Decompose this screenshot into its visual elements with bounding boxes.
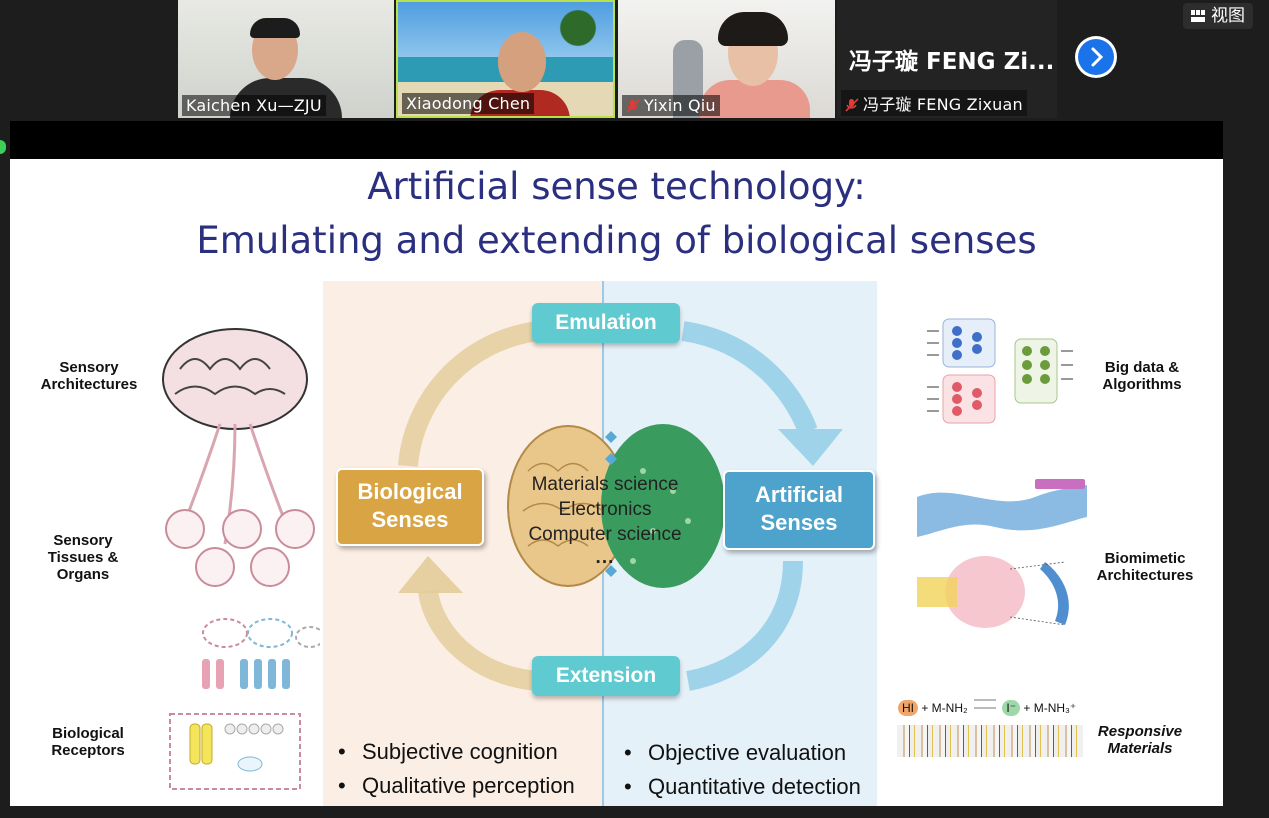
mic-muted-icon	[845, 98, 859, 112]
center-discipline-2: Electronics	[558, 499, 652, 520]
bullet-subjective: Subjective cognition	[338, 739, 558, 765]
tile-title: 冯子璇 FENG Zi...	[849, 49, 1055, 75]
grid-view-icon	[1191, 10, 1205, 22]
chevron-right-icon	[1078, 39, 1114, 75]
view-button-label: 视图	[1211, 6, 1245, 26]
participant-name-text: Yixin Qiu	[644, 96, 716, 115]
shared-screen: Artificial sense technology: Emulating a…	[10, 121, 1223, 806]
next-participants-button[interactable]	[1075, 36, 1117, 78]
artificial-senses-text: Artificial Senses	[754, 482, 844, 535]
video-tile-xiaodong[interactable]: Xiaodong Chen	[396, 0, 615, 118]
slide-title-line1: Artificial sense technology:	[367, 165, 866, 208]
bullet-quantitative: Quantitative detection	[624, 774, 861, 800]
equation-term-2: + M-NH₃⁺	[1023, 701, 1077, 715]
label-responsive: Responsive Materials	[1097, 723, 1183, 757]
hi-badge: HI	[898, 700, 918, 716]
extension-label: Extension	[532, 656, 680, 696]
equation-term-1: + M-NH₂	[921, 701, 968, 715]
chemical-equation: HI + M-NH₂ I⁻ + M-NH₃⁺	[898, 699, 1076, 716]
slide-title-line2: Emulating and extending of biological se…	[196, 219, 1037, 262]
view-button[interactable]: 视图	[1183, 3, 1253, 29]
responsive-material-strip	[897, 725, 1083, 757]
participant-name: Xiaodong Chen	[402, 93, 535, 114]
participant-name: Kaichen Xu—ZJU	[182, 95, 326, 116]
emulation-label: Emulation	[532, 303, 680, 343]
palm-tree	[548, 7, 608, 77]
shared-screen-indicator-icon	[0, 140, 6, 154]
participant-name-text: 冯子璇 FENG Zixuan	[863, 95, 1023, 114]
bullet-qualitative: Qualitative perception	[338, 773, 575, 799]
mic-muted-icon	[626, 99, 640, 113]
center-discipline-3: Computer science	[528, 524, 682, 545]
neural-network-illustration	[927, 318, 1073, 424]
video-tile-feng[interactable]: 冯子璇 FENG Zi... 冯子璇 FENG Zixuan	[837, 0, 1057, 118]
artificial-senses-box: Artificial Senses	[723, 470, 875, 550]
cycle-arrows	[398, 321, 843, 691]
label-biological-receptors: Biological Receptors	[51, 725, 125, 759]
person-hair	[250, 18, 300, 38]
equilibrium-arrow-icon	[974, 699, 997, 709]
biological-senses-illustration	[162, 328, 320, 790]
person-face	[498, 32, 546, 92]
biological-senses-box: Biological Senses	[336, 468, 484, 546]
video-tile-yixin[interactable]: Yixin Qiu	[618, 0, 835, 118]
label-sensory-architectures: Sensory Architectures	[40, 359, 138, 393]
participant-name: Yixin Qiu	[622, 95, 720, 116]
participant-name: 冯子璇 FENG Zixuan	[841, 90, 1027, 116]
biomimetic-illustration	[917, 479, 1087, 628]
bullet-objective: Objective evaluation	[624, 740, 846, 766]
person-hair	[718, 12, 788, 46]
center-discipline-1: Materials science	[531, 474, 679, 495]
center-ellipsis: ···	[595, 552, 615, 573]
slide: Artificial sense technology: Emulating a…	[10, 159, 1223, 806]
video-tile-kaichen[interactable]: Kaichen Xu—ZJU	[178, 0, 394, 118]
iodide-badge: I⁻	[1002, 700, 1021, 716]
label-big-data: Big data & Algorithms	[1102, 359, 1182, 393]
biological-senses-text: Biological Senses	[357, 479, 463, 532]
label-biomimetic: Biomimetic Architectures	[1096, 550, 1194, 584]
label-sensory-tissues: Sensory Tissues & Organs	[47, 532, 119, 583]
